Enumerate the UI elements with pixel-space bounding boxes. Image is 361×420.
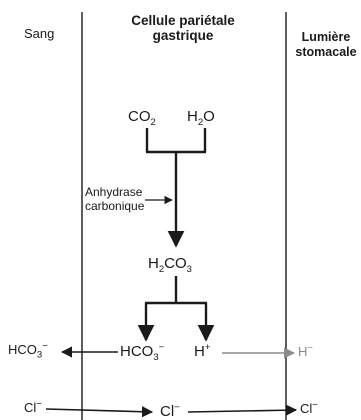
cl-lumen-label: Cl− bbox=[300, 399, 318, 416]
cl-influx-arrow bbox=[45, 406, 154, 418]
h2co3-sub1: 2 bbox=[158, 264, 165, 275]
h2o-sub: 2 bbox=[197, 117, 204, 128]
header-cell: Cellule pariétale gastrique bbox=[104, 13, 262, 43]
cl-cell-sup: − bbox=[174, 402, 180, 413]
h2o-base1: H bbox=[187, 108, 198, 125]
hco3-blood-sub: 3 bbox=[36, 349, 43, 361]
h2co3-label: H2CO3 bbox=[148, 255, 192, 275]
h-cell-base: H bbox=[194, 343, 205, 360]
hco3-cell-sup: − bbox=[158, 342, 165, 353]
hco3-blood-sup: − bbox=[42, 340, 48, 352]
header-lumen: Lumière stomacale bbox=[290, 30, 361, 60]
h-cell-sup: + bbox=[204, 342, 211, 353]
header-lumen-line2: stomacale bbox=[295, 45, 357, 59]
co2-sub: 2 bbox=[150, 117, 156, 128]
h-cell-label: H+ bbox=[194, 343, 210, 360]
h-lumen-base: H bbox=[298, 344, 308, 359]
hco3-cell-sub: 3 bbox=[153, 352, 159, 363]
header-blood: Sang bbox=[24, 26, 55, 41]
enzyme-line2: carbonique bbox=[85, 199, 145, 213]
h2o-base2: O bbox=[203, 108, 215, 125]
cl-blood-sup: − bbox=[36, 398, 42, 410]
cl-lumen-base: Cl bbox=[300, 401, 313, 416]
hco3-blood-label: HCO3− bbox=[8, 340, 48, 359]
enzyme-line1: Anhydrase bbox=[85, 185, 143, 199]
h-lumen-label: H− bbox=[298, 342, 313, 359]
cl-blood-base: Cl bbox=[24, 400, 37, 415]
h-lumen-sup: − bbox=[307, 342, 313, 354]
hco3-cell-base: HCO bbox=[120, 343, 154, 360]
cl-lumen-sup: − bbox=[312, 399, 318, 411]
enzyme-label: Anhydrase carbonique bbox=[85, 185, 144, 213]
header-cell-line2: gastrique bbox=[152, 28, 214, 43]
header-lumen-line1: Lumière bbox=[301, 30, 351, 44]
h2co3-base1: H bbox=[148, 255, 159, 272]
hco3-cell-label: HCO3− bbox=[120, 342, 165, 363]
hco3-blood-base: HCO bbox=[8, 342, 37, 357]
co2-label: CO2 bbox=[128, 108, 156, 128]
cl-blood-label: Cl− bbox=[24, 398, 42, 415]
cl-cell-label: Cl− bbox=[160, 403, 180, 420]
h2co3-sub2: 3 bbox=[186, 264, 192, 275]
h2co3-base2: CO bbox=[164, 255, 187, 272]
cl-secretion-arrow bbox=[187, 404, 298, 416]
co2-base: CO bbox=[128, 108, 151, 125]
h2o-label: H2O bbox=[187, 108, 215, 128]
header-cell-line1: Cellule pariétale bbox=[131, 13, 235, 28]
cl-cell-base: Cl bbox=[160, 403, 175, 420]
